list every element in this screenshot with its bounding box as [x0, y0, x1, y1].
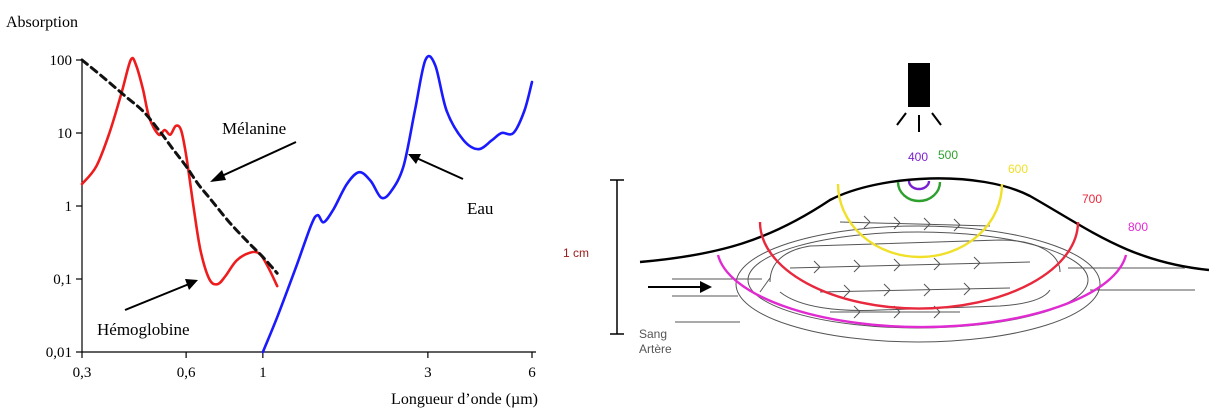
arc-400: [907, 180, 931, 191]
y-tick-label: 0,1: [53, 272, 72, 288]
annotation-melanine: Mélanine: [222, 119, 286, 138]
band-label-800: 800: [1128, 220, 1148, 234]
arc-800: [716, 254, 1128, 329]
vessel-branches: [789, 215, 1031, 319]
band-label-400: 400: [908, 150, 928, 164]
series-line-hemoglobine: [80, 56, 279, 288]
annotation-hemoglobine-arrow: [124, 281, 195, 311]
annotation-eau-arrow: [411, 155, 464, 180]
y-tick-label: 0,01: [46, 345, 72, 361]
x-tick-label: 0,6: [177, 365, 196, 381]
y-tick-label: 100: [50, 53, 73, 69]
tissue-outlines: [735, 225, 1101, 343]
skin-surface: [639, 177, 1209, 272]
penetration-diagram: 1 cm: [563, 63, 1209, 356]
penetration-arcs: [716, 180, 1128, 329]
annotation-hemoglobine: Hémoglobine: [97, 320, 190, 339]
arc-500: [896, 181, 942, 203]
vessel-lines: [672, 267, 1195, 323]
x-tick-label: 1: [259, 365, 267, 381]
x-tick-label: 0,3: [73, 365, 92, 381]
label-sang: Sang: [639, 327, 667, 341]
x-tick-label: 3: [424, 365, 432, 381]
arc-700: [758, 221, 1080, 310]
y-tick-label: 1: [65, 199, 73, 215]
scale-bar: [610, 179, 624, 335]
annotation-melanine-arrow: [212, 141, 297, 181]
series-line-eau: [261, 54, 534, 354]
x-tick-label: 6: [528, 365, 536, 381]
absorption-chart: Absorption Longueur d’onde (µm) 0,01 0,1 1…: [6, 14, 538, 408]
annotation-hemoglobine-arrowhead: [185, 279, 198, 290]
annotation-melanine-arrowhead: [210, 170, 226, 182]
band-label-600: 600: [1008, 162, 1028, 176]
annotation-eau: Eau: [467, 199, 494, 218]
band-label-700: 700: [1082, 192, 1102, 206]
series-line-melanine: [80, 58, 279, 275]
arc-600: [836, 183, 1004, 259]
scale-label: 1 cm: [563, 246, 589, 260]
flow-arrow: [648, 281, 712, 293]
label-artere: Artère: [639, 342, 672, 356]
y-tick-label: 10: [57, 126, 72, 142]
y-axis-label: Absorption: [6, 14, 78, 31]
annotation-eau-arrowhead: [408, 154, 421, 164]
x-axis-label: Longueur d’onde (µm): [391, 391, 538, 408]
light-rays: [896, 112, 942, 132]
band-label-500: 500: [938, 148, 958, 162]
lamp-icon: [908, 63, 930, 107]
